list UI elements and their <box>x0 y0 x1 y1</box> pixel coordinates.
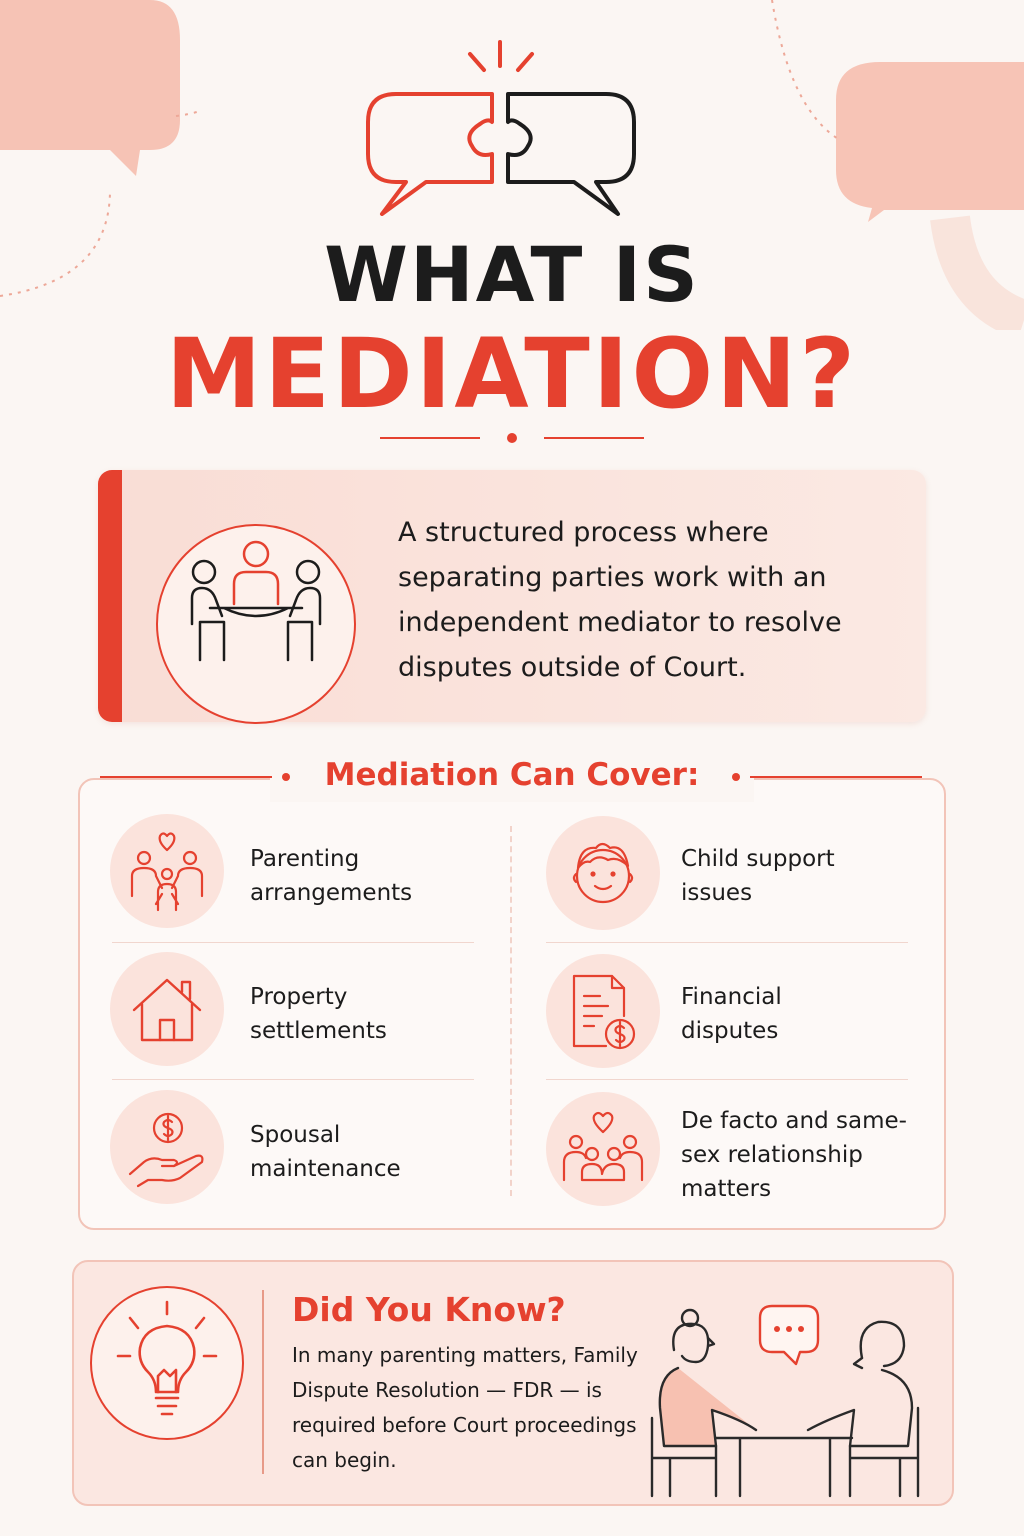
item-icon-circle <box>110 1090 224 1204</box>
did-you-know-icon-circle <box>90 1286 244 1440</box>
definition-accent-bar <box>98 470 122 722</box>
column-divider <box>510 826 512 1196</box>
decorative-bubble-left <box>0 0 200 297</box>
house-icon <box>132 978 202 1042</box>
item-icon-circle <box>546 954 660 1068</box>
item-icon-circle <box>546 816 660 930</box>
decorative-bubble-right <box>771 0 1024 330</box>
family-icon <box>130 832 204 912</box>
cover-heading-backdrop <box>270 752 754 802</box>
lightbulb-icon <box>116 1300 218 1416</box>
cover-heading: Mediation Can Cover: <box>324 757 700 793</box>
item-label-parenting: Parenting arrangements <box>250 846 413 906</box>
child-face-icon <box>572 842 634 904</box>
meeting-table-icon <box>190 540 322 662</box>
title-divider <box>380 430 644 446</box>
item-label-property: Property settlements <box>250 984 387 1044</box>
mediation-conversation-illustration <box>650 1304 920 1498</box>
cover-heading-dot-right <box>732 773 740 781</box>
title-what-is: WHAT IS <box>324 230 700 319</box>
item-icon-circle <box>546 1092 660 1206</box>
document-dollar-icon <box>572 974 636 1050</box>
couple-heart-icon <box>562 1111 644 1182</box>
item-label-child-support: Child support issues <box>681 846 835 906</box>
cover-heading-rule-left <box>100 776 272 778</box>
puzzle-speech-bubbles-icon <box>366 40 636 216</box>
row-divider <box>112 1079 474 1080</box>
did-you-know-divider <box>262 1290 264 1474</box>
item-icon-circle <box>110 814 224 928</box>
title-mediation: MEDIATION? <box>165 318 859 430</box>
row-divider <box>546 942 908 943</box>
cover-heading-rule-right <box>750 776 922 778</box>
cover-heading-dot-left <box>282 773 290 781</box>
row-divider <box>112 942 474 943</box>
definition-icon-circle <box>156 524 356 724</box>
item-label-financial: Financial disputes <box>681 984 782 1044</box>
did-you-know-title: Did You Know? <box>292 1290 566 1329</box>
item-label-spousal: Spousal maintenance <box>250 1122 401 1182</box>
definition-text: A structured process where separating pa… <box>398 517 842 683</box>
hand-dollar-icon <box>128 1112 204 1188</box>
item-label-de-facto: De facto and same-sex relationship matte… <box>681 1108 907 1202</box>
row-divider <box>546 1079 908 1080</box>
did-you-know-text: In many parenting matters, Family Disput… <box>292 1343 638 1472</box>
item-icon-circle <box>110 952 224 1066</box>
